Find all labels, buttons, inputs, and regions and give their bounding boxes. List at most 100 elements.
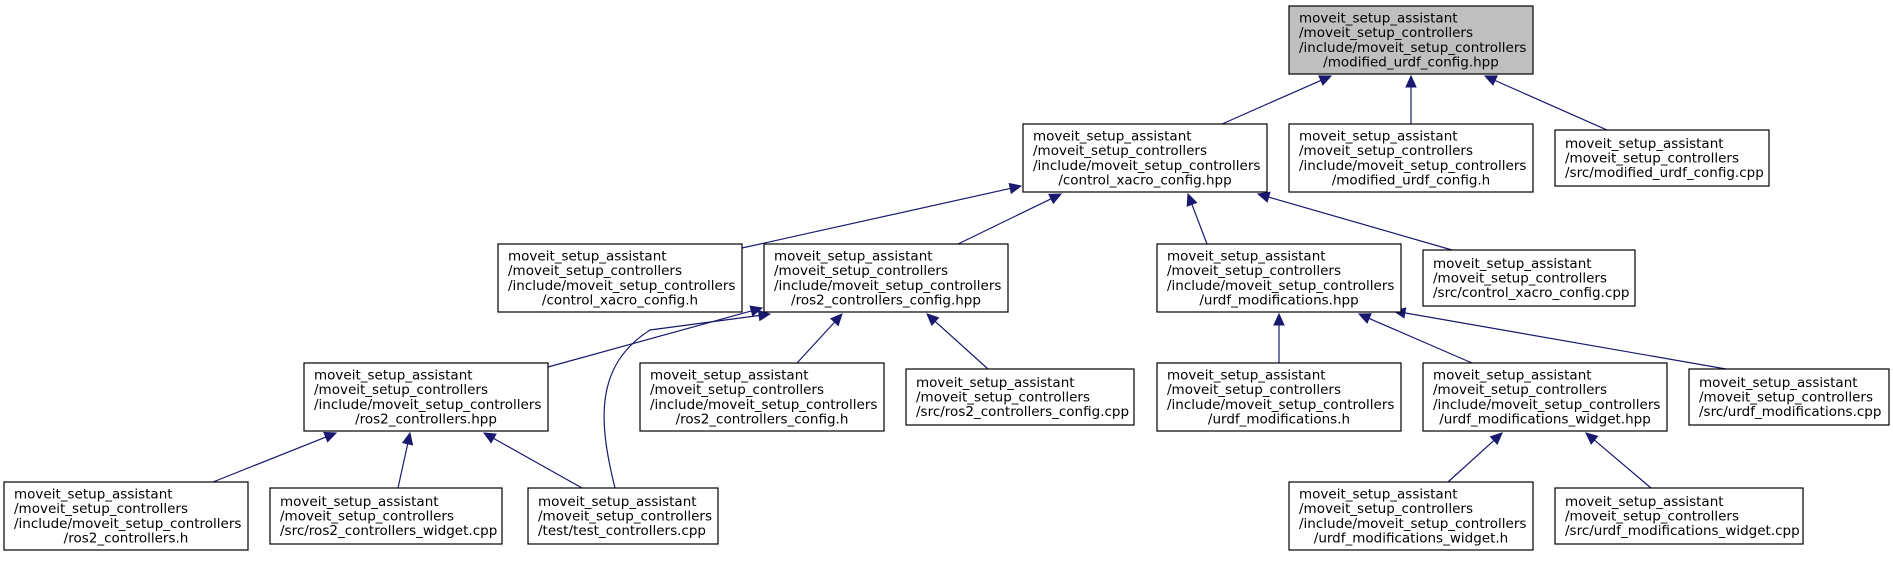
node-n9[interactable]: moveit_setup_assistant/moveit_setup_cont…: [639, 362, 885, 432]
edge-n17-to-n12: [1447, 432, 1503, 483]
node-label-line: /include/moveit_setup_controllers: [1299, 158, 1526, 174]
node-n0[interactable]: moveit_setup_assistant/moveit_setup_cont…: [1288, 5, 1534, 75]
node-n6[interactable]: moveit_setup_assistant/moveit_setup_cont…: [1156, 243, 1402, 313]
arrowhead-icon: [1405, 74, 1417, 88]
edge-n3-to-n0: [1483, 75, 1608, 131]
arrowhead-icon: [1048, 193, 1063, 205]
node-n5[interactable]: moveit_setup_assistant/moveit_setup_cont…: [763, 243, 1009, 313]
node-n14[interactable]: moveit_setup_assistant/moveit_setup_cont…: [3, 481, 249, 551]
edge-line: [1447, 439, 1495, 483]
node-label-line: /moveit_setup_controllers: [538, 509, 712, 525]
arrowhead-icon: [482, 432, 497, 444]
node-label-line: /moveit_setup_controllers: [508, 263, 682, 279]
edge-n2-to-n0: [1405, 74, 1417, 124]
arrowhead-icon: [1489, 432, 1503, 446]
node-label-line: /src/control_xacro_config.cpp: [1433, 285, 1629, 301]
file-box: [1422, 362, 1668, 432]
node-n2[interactable]: moveit_setup_assistant/moveit_setup_cont…: [1288, 123, 1534, 193]
node-label-line: moveit_setup_assistant: [1565, 136, 1724, 152]
node-label-line: /moveit_setup_controllers: [1299, 25, 1473, 41]
nodes-layer: moveit_setup_assistant/moveit_setup_cont…: [3, 5, 1890, 551]
node-label-line: /urdf_modifications.hpp: [1199, 292, 1358, 308]
node-n12[interactable]: moveit_setup_assistant/moveit_setup_cont…: [1422, 362, 1668, 432]
node-n13[interactable]: moveit_setup_assistant/moveit_setup_cont…: [1688, 368, 1890, 426]
node-label-line: /urdf_modifications.h: [1208, 411, 1350, 427]
file-box: [1554, 487, 1804, 545]
node-label-line: moveit_setup_assistant: [1167, 249, 1326, 265]
edge-line: [1494, 79, 1608, 131]
node-label-line: /include/moveit_setup_controllers: [1299, 516, 1526, 532]
node-label-line: /include/moveit_setup_controllers: [314, 397, 541, 413]
edge-line: [957, 198, 1052, 245]
file-box: [1156, 243, 1402, 313]
edge-n4-to-n1: [741, 182, 1023, 249]
file-box: [303, 362, 549, 432]
file-box: [905, 368, 1135, 426]
arrowhead-icon: [1318, 75, 1333, 86]
node-n16[interactable]: moveit_setup_assistant/moveit_setup_cont…: [527, 487, 719, 545]
arrowhead-icon: [829, 313, 843, 327]
arrowhead-icon: [749, 305, 764, 317]
edge-n5-to-n1: [957, 193, 1063, 245]
file-box: [527, 487, 719, 545]
node-label-line: moveit_setup_assistant: [650, 368, 809, 384]
node-label-line: /moveit_setup_controllers: [280, 509, 454, 525]
file-box: [1688, 368, 1890, 426]
node-label-line: moveit_setup_assistant: [1565, 494, 1724, 510]
file-box: [1156, 362, 1402, 432]
node-label-line: moveit_setup_assistant: [916, 375, 1075, 391]
edge-n18-to-n12: [1585, 432, 1652, 489]
node-n3[interactable]: moveit_setup_assistant/moveit_setup_cont…: [1554, 129, 1770, 187]
node-n15[interactable]: moveit_setup_assistant/moveit_setup_cont…: [269, 487, 503, 545]
file-box: [269, 487, 503, 545]
node-n10[interactable]: moveit_setup_assistant/moveit_setup_cont…: [905, 368, 1135, 426]
node-label-line: moveit_setup_assistant: [280, 494, 439, 510]
edge-line: [212, 436, 327, 483]
node-n18[interactable]: moveit_setup_assistant/moveit_setup_cont…: [1554, 487, 1804, 545]
file-box: [1422, 249, 1636, 307]
node-n7[interactable]: moveit_setup_assistant/moveit_setup_cont…: [1422, 249, 1636, 307]
edge-line: [934, 320, 989, 370]
node-label-line: /moveit_setup_controllers: [1433, 382, 1607, 398]
file-box: [763, 243, 1009, 313]
node-label-line: /ros2_controllers_config.hpp: [791, 292, 981, 308]
node-label-line: /ros2_controllers.h: [64, 530, 189, 546]
node-label-line: /src/urdf_modifications_widget.cpp: [1565, 523, 1800, 539]
node-n17[interactable]: moveit_setup_assistant/moveit_setup_cont…: [1288, 481, 1534, 551]
file-box: [3, 481, 249, 551]
arrowhead-icon: [926, 313, 940, 327]
node-label-line: /ros2_controllers_config.h: [676, 411, 849, 427]
file-box: [639, 362, 885, 432]
node-label-line: moveit_setup_assistant: [538, 494, 697, 510]
node-label-line: /modified_urdf_config.h: [1332, 172, 1491, 188]
node-label-line: /src/ros2_controllers_widget.cpp: [280, 523, 497, 539]
node-label-line: /moveit_setup_controllers: [14, 501, 188, 517]
edge-n13-to-n6: [1392, 307, 1727, 370]
node-label-line: /moveit_setup_controllers: [1699, 390, 1873, 406]
node-n4[interactable]: moveit_setup_assistant/moveit_setup_cont…: [497, 243, 743, 313]
node-label-line: /control_xacro_config.hpp: [1058, 172, 1231, 188]
node-n8[interactable]: moveit_setup_assistant/moveit_setup_cont…: [303, 362, 549, 432]
node-label-line: moveit_setup_assistant: [1299, 11, 1458, 27]
node-label-line: moveit_setup_assistant: [1167, 368, 1326, 384]
file-box: [497, 243, 743, 313]
edge-line: [1268, 196, 1453, 251]
arrowhead-icon: [1008, 182, 1023, 195]
node-label-line: /moveit_setup_controllers: [1565, 151, 1739, 167]
arrowhead-icon: [1273, 312, 1285, 326]
node-label-line: moveit_setup_assistant: [1299, 487, 1458, 503]
file-box: [1554, 129, 1770, 187]
node-label-line: /urdf_modifications_widget.h: [1314, 530, 1508, 546]
node-n11[interactable]: moveit_setup_assistant/moveit_setup_cont…: [1156, 362, 1402, 432]
node-n1[interactable]: moveit_setup_assistant/moveit_setup_cont…: [1022, 123, 1268, 193]
node-label-line: /src/urdf_modifications.cpp: [1699, 404, 1881, 420]
edge-n6-to-n1: [1186, 192, 1208, 245]
node-label-line: /include/moveit_setup_controllers: [1167, 278, 1394, 294]
node-label-line: moveit_setup_assistant: [774, 249, 933, 265]
node-label-line: /include/moveit_setup_controllers: [14, 516, 241, 532]
node-label-line: /moveit_setup_controllers: [1167, 263, 1341, 279]
node-label-line: /control_xacro_config.h: [542, 292, 698, 308]
node-label-line: moveit_setup_assistant: [508, 249, 667, 265]
node-label-line: moveit_setup_assistant: [1433, 256, 1592, 272]
file-box: [1288, 123, 1534, 193]
